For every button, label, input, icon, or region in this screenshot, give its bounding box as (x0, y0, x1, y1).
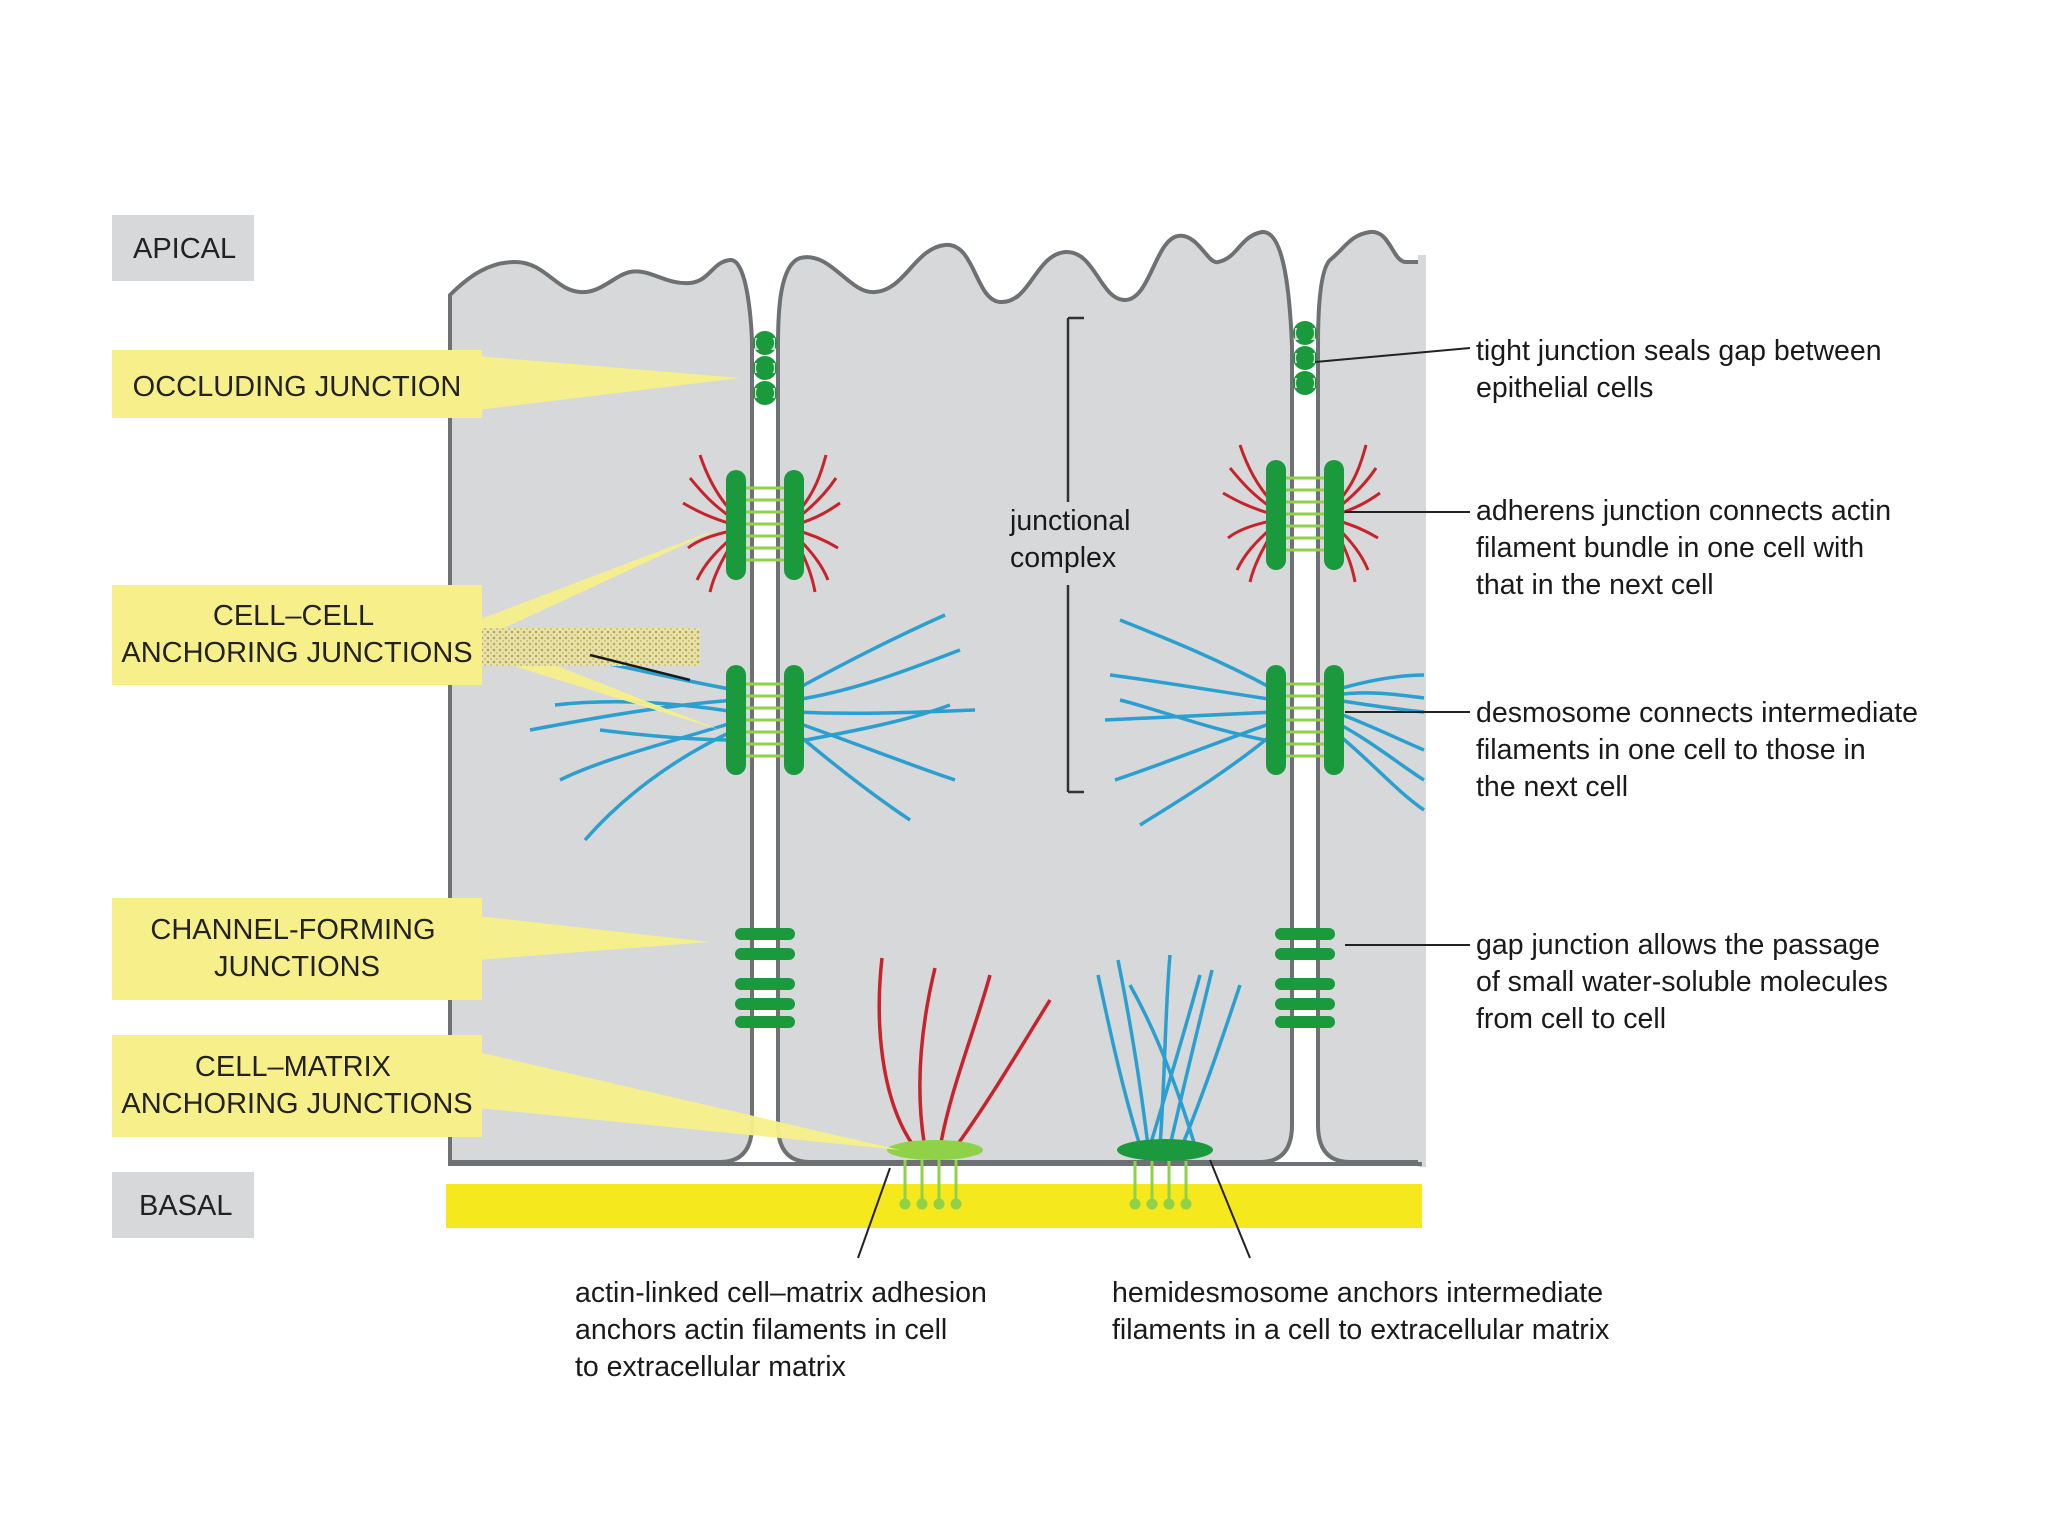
gap-junction-left (735, 928, 795, 1028)
junctional-complex-bracket (1066, 316, 1084, 794)
adherens-junction-left (726, 470, 804, 580)
occluding-junction-box (112, 350, 482, 418)
annotation-leaders (857, 347, 1471, 1259)
hemidesmosome-annotation: hemidesmosome anchors intermediate filam… (1112, 1277, 1611, 1346)
label-pointers (478, 356, 900, 1150)
tight-junction-left (753, 331, 777, 405)
tight-junction-annotation: tight junction seals gap between epithel… (1476, 335, 1890, 404)
apical-tag (112, 215, 254, 281)
apical-label: APICAL (133, 233, 236, 265)
cell-cell-anchoring-box (112, 585, 482, 685)
dotted-pointer (482, 628, 700, 666)
occluding-junction-label: OCCLUDING JUNCTION (133, 371, 462, 403)
channel-forming-box (112, 898, 482, 1000)
junctional-complex-label: junctional complex (1009, 505, 1138, 574)
cell-matrix-anchoring-label: CELL–MATRIX ANCHORING JUNCTIONS (121, 1051, 472, 1120)
gap-junction-annotation: gap junction allows the passage of small… (1476, 929, 1896, 1035)
right-boundary-junctions (1104, 321, 1425, 1028)
actin-linked-annotation: actin-linked cell–matrix adhesion anchor… (575, 1277, 995, 1383)
middle-cell (776, 230, 1294, 1164)
adherens-junction-right (1266, 460, 1344, 570)
basal-label: BASAL (139, 1190, 233, 1222)
gap-junction-right (1275, 928, 1335, 1028)
channel-forming-label: CHANNEL-FORMING JUNCTIONS (150, 914, 443, 983)
cell-matrix-anchoring-box (112, 1035, 482, 1137)
right-cell (1316, 230, 1422, 1164)
actin-linked-adhesion (877, 957, 1052, 1210)
hemidesmosome (1096, 954, 1242, 1210)
left-boundary-junctions (529, 331, 976, 1028)
cell-cell-anchoring-label: CELL–CELL ANCHORING JUNCTIONS (121, 600, 472, 669)
tight-junction-right (1293, 321, 1317, 395)
desmosome-filaments-right (1104, 618, 1425, 827)
desmosome-right (1266, 665, 1344, 775)
adherens-junction-annotation: adherens junction connects actin filamen… (1476, 495, 1899, 601)
desmosome-left (726, 665, 804, 775)
desmosome-annotation: desmosome connects intermediate filament… (1476, 697, 1926, 803)
basal-tag (112, 1172, 254, 1238)
